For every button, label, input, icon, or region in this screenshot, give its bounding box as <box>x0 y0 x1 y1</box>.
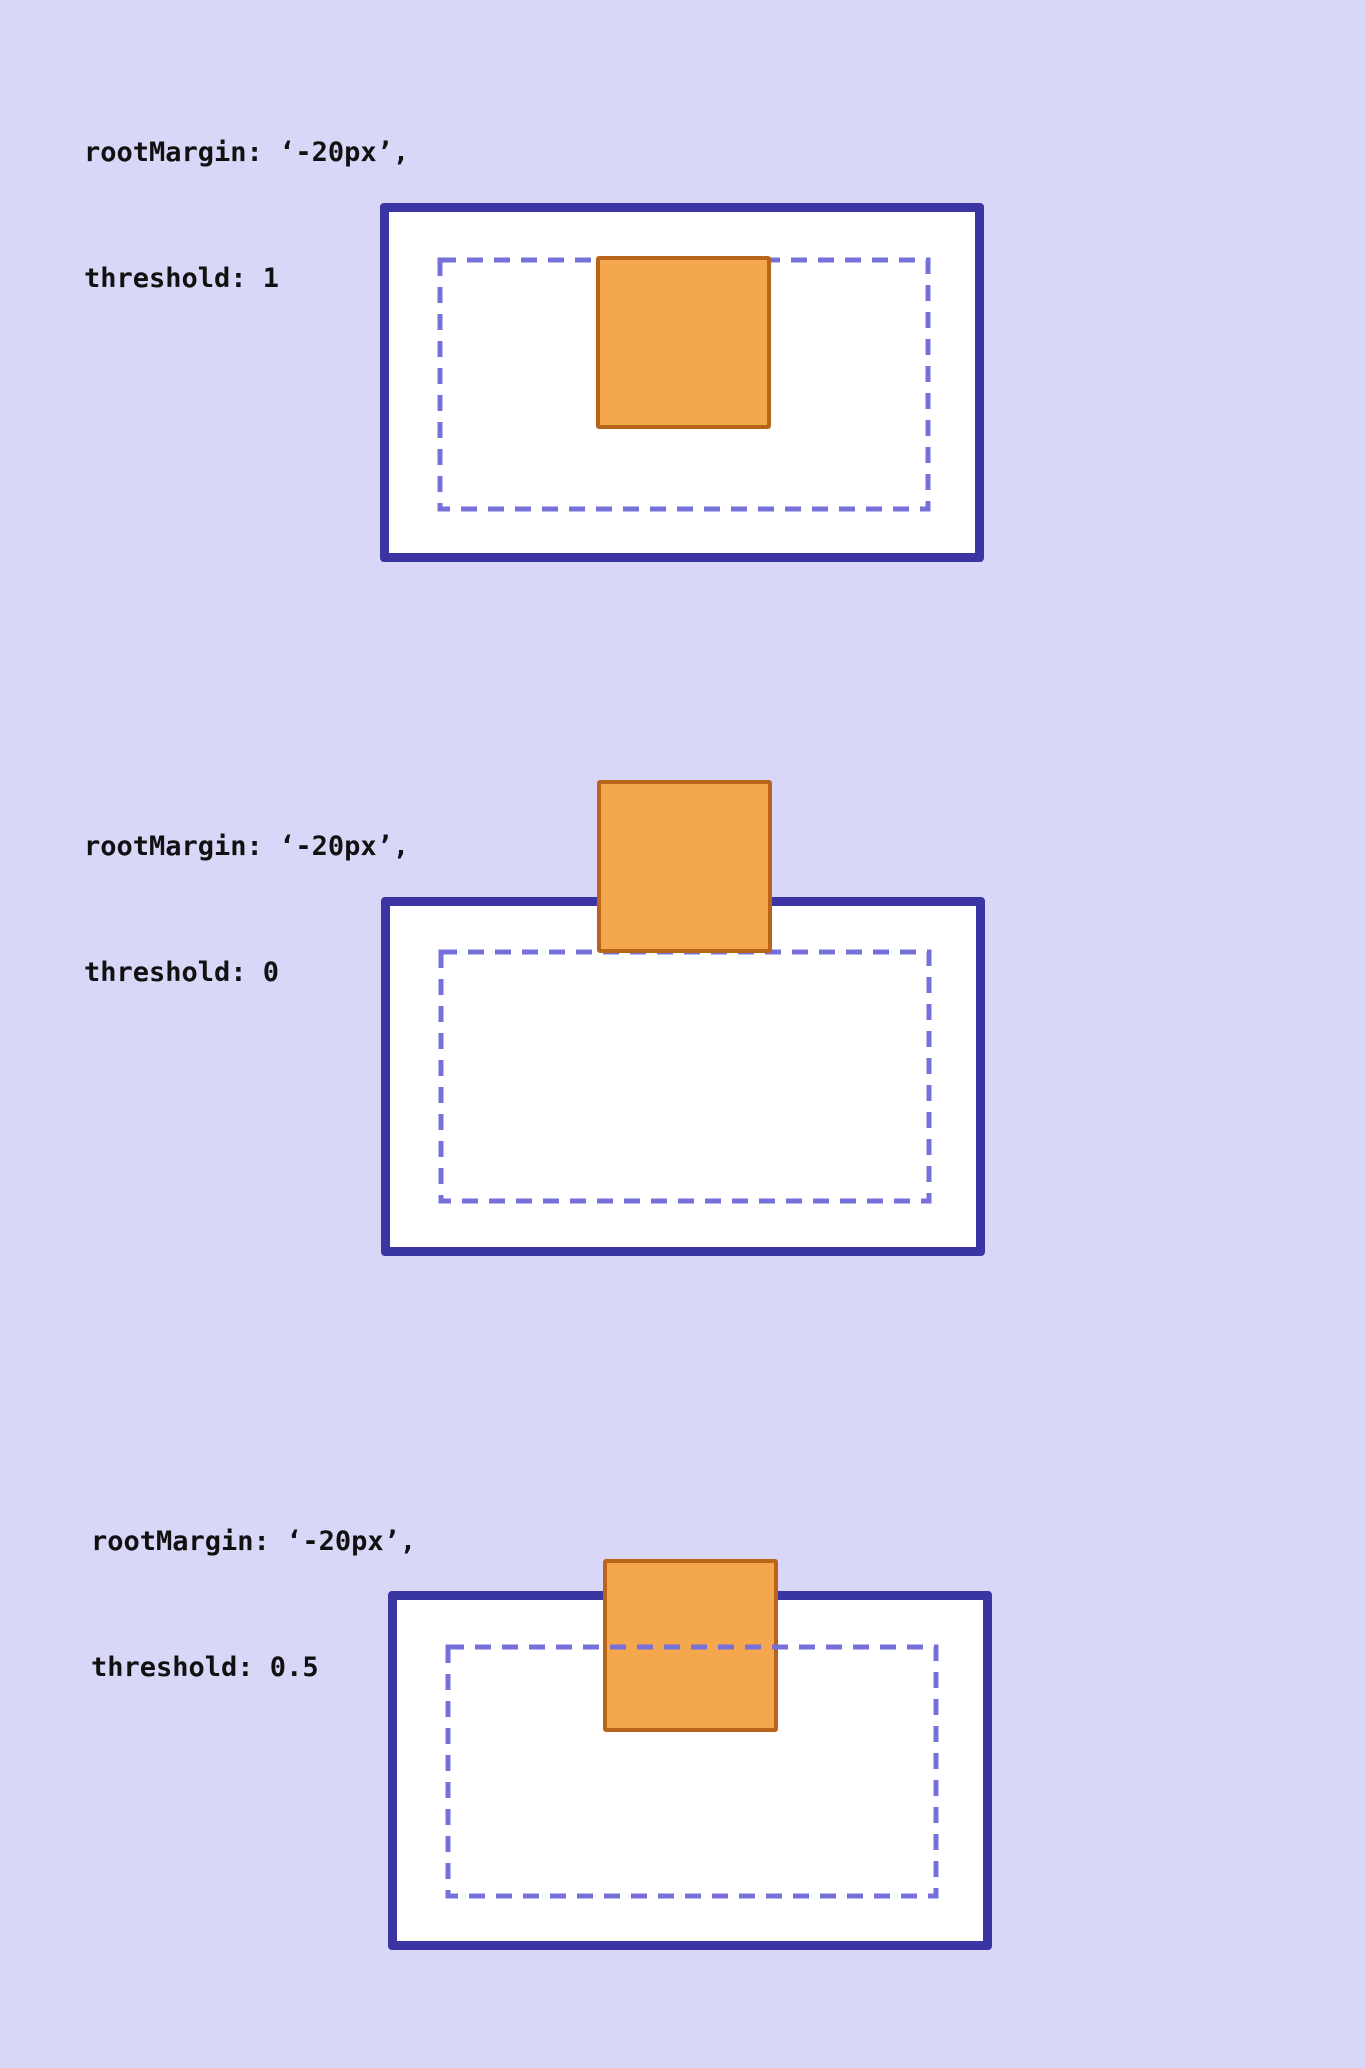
dashed-outline <box>438 949 932 1204</box>
target-element <box>596 256 771 429</box>
root-viewport-box <box>381 897 985 1256</box>
root-margin-text: rootMargin: ‘-20px’, <box>91 1526 417 1557</box>
dashed-outline <box>445 1644 939 1899</box>
root-viewport-box <box>388 1591 992 1950</box>
root-margin-dashed-box <box>438 949 932 1204</box>
root-margin-text: rootMargin: ‘-20px’, <box>84 831 410 862</box>
panel-label: rootMargin: ‘-20px’, threshold: 0.5 <box>91 1437 416 1773</box>
panel-label: rootMargin: ‘-20px’, threshold: 0 <box>84 742 409 1078</box>
threshold-text: threshold: 0.5 <box>91 1652 319 1683</box>
threshold-text: threshold: 1 <box>84 263 280 294</box>
target-element <box>597 780 772 953</box>
root-margin-dashed-box <box>445 1644 939 1899</box>
panel-label: rootMargin: ‘-20px’, threshold: 1 <box>84 48 409 384</box>
threshold-text: threshold: 0 <box>84 957 280 988</box>
root-margin-text: rootMargin: ‘-20px’, <box>84 137 410 168</box>
